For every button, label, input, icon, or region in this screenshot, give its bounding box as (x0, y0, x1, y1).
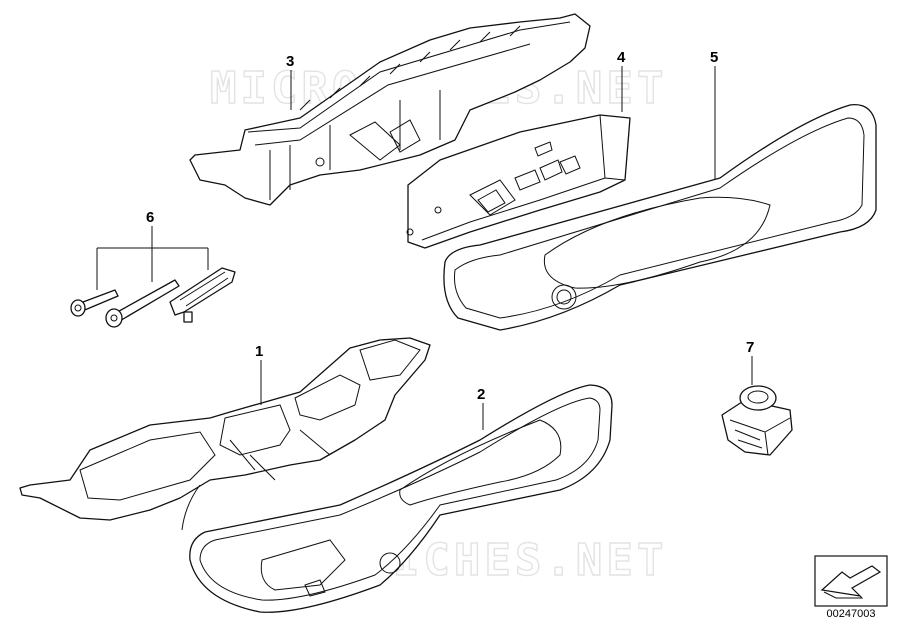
orientation-arrow-box (814, 555, 888, 607)
callout-2: 2 (477, 386, 485, 403)
part-4-switch-module (406, 114, 631, 249)
part-3-bracket (189, 13, 591, 206)
part-2-trim-panel-lower (189, 384, 613, 613)
document-id: 00247003 (826, 608, 876, 620)
callout-1: 1 (255, 343, 263, 360)
part-7-switch (721, 385, 793, 456)
callout-4: 4 (617, 49, 626, 66)
callout-3: 3 (286, 53, 294, 70)
callout-7: 7 (746, 339, 754, 356)
callout-5: 5 (710, 49, 718, 66)
part-5-trim-panel-upper (443, 104, 877, 331)
leader-lines (96, 66, 753, 430)
part-6-fasteners (70, 267, 236, 328)
arrow-icon (820, 565, 882, 597)
part-1-switch-assembly (19, 337, 431, 531)
callout-6: 6 (146, 209, 154, 226)
